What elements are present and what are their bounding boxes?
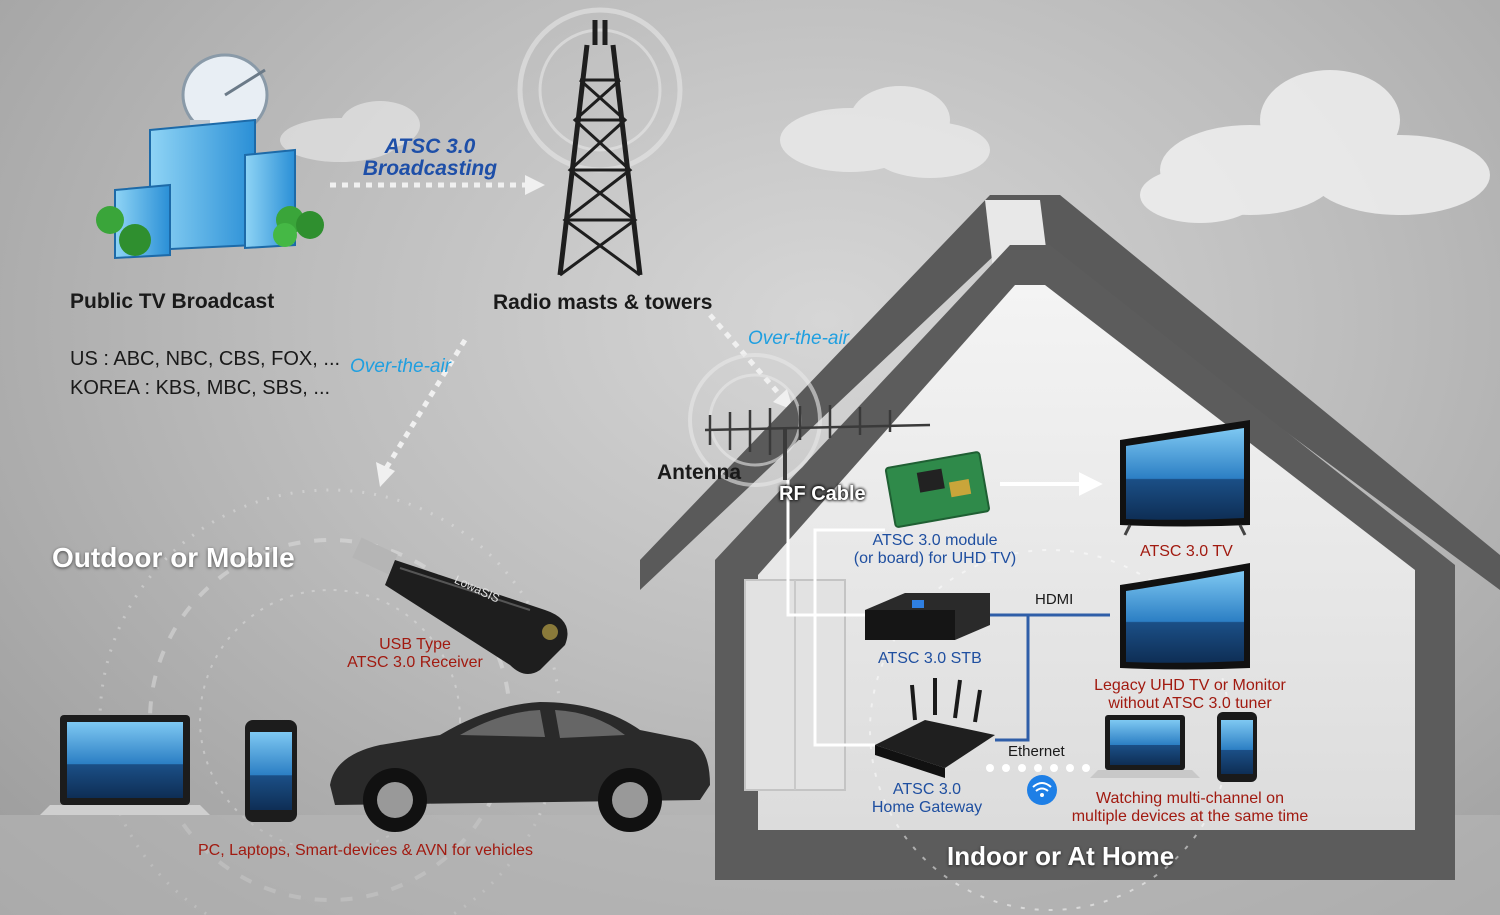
legacy-tv-icon [1120, 563, 1250, 670]
broadcast-station-icon [96, 53, 324, 260]
home-title: Indoor or At Home [947, 841, 1175, 871]
watch-label-line1: Watching multi-channel on [1096, 790, 1284, 807]
broadcasting-label-line1: ATSC 3.0 [384, 135, 476, 158]
legacy-label-line2: without ATSC 3.0 tuner [1108, 695, 1272, 712]
gateway-label-line2: Home Gateway [871, 799, 983, 816]
broadcast-us-channels: US : ABC, NBC, CBS, FOX, ... [70, 348, 341, 370]
ota-arrow-left [376, 338, 468, 487]
ethernet-label: Ethernet [1008, 743, 1065, 760]
cloud-right [1140, 70, 1490, 223]
stb-label: ATSC 3.0 STB [878, 650, 982, 667]
module-label-line2: (or board) for UHD TV) [853, 550, 1017, 567]
broadcasting-label: ATSC 3.0 Broadcasting [355, 136, 505, 180]
broadcast-korea-channels: KOREA : KBS, MBC, SBS, ... [70, 377, 331, 399]
cables [786, 472, 1110, 747]
legacy-label-line1: Legacy UHD TV or Monitor [1094, 677, 1286, 694]
rf-cable-label: RF Cable [779, 483, 866, 505]
wifi-icon [1027, 775, 1057, 805]
atsc-module-board-icon [884, 451, 990, 528]
atsc-stb-icon [865, 593, 990, 640]
laptop-icon [40, 715, 210, 815]
usb-label-line2: ATSC 3.0 Receiver [347, 654, 483, 671]
ethernet-dots [986, 764, 1090, 772]
gateway-label: ATSC 3.0 Home Gateway [862, 781, 992, 817]
usb-receiver-label: USB Type ATSC 3.0 Receiver [340, 636, 490, 672]
antenna-icon [688, 353, 931, 487]
devices-label: PC, Laptops, Smart-devices & AVN for veh… [198, 842, 533, 859]
module-label: ATSC 3.0 module (or board) for UHD TV) [845, 532, 1025, 568]
cloud-far [280, 101, 420, 162]
atsc-tv-icon [1120, 420, 1250, 536]
antenna-label: Antenna [657, 461, 741, 484]
tower-label: Radio masts & towers [493, 291, 713, 314]
broadcasting-label-line2: Broadcasting [362, 157, 498, 180]
ota-label-left: Over-the-air [350, 356, 452, 377]
watch-label-line2: multiple devices at the same time [1071, 808, 1309, 825]
cloud-left [780, 86, 990, 178]
home-laptop-icon [1090, 715, 1200, 778]
outdoor-title: Outdoor or Mobile [52, 542, 295, 573]
gateway-label-line1: ATSC 3.0 [892, 781, 962, 798]
hdmi-label: HDMI [1035, 591, 1074, 608]
smartphone-icon [245, 720, 297, 822]
radio-tower-icon [517, 7, 683, 277]
car-icon [330, 702, 710, 832]
broadcast-title: Public TV Broadcast [70, 290, 275, 313]
module-label-line1: ATSC 3.0 module [872, 532, 998, 549]
broadcast-arrow [330, 175, 545, 195]
usb-label-line1: USB Type [379, 636, 451, 653]
usb-receiver-icon [352, 537, 568, 674]
home-phone-icon [1217, 712, 1257, 782]
legacy-tv-label: Legacy UHD TV or Monitor without ATSC 3.… [1090, 677, 1290, 713]
atsc-tv-label: ATSC 3.0 TV [1140, 543, 1233, 560]
ota-label-right: Over-the-air [748, 328, 850, 349]
watch-multichannel-label: Watching multi-channel on multiple devic… [1065, 790, 1315, 826]
home-gateway-icon [875, 678, 995, 778]
